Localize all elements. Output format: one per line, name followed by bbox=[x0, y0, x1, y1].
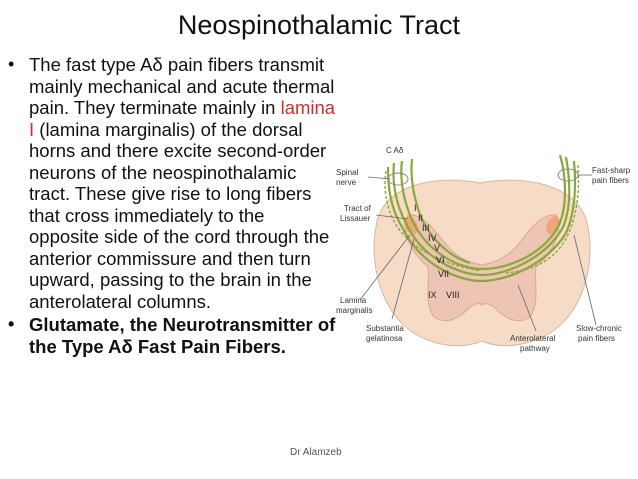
bullet-1-text-before: The fast type Aδ pain fibers transmit ma… bbox=[29, 54, 335, 118]
lamina-iii-label: III bbox=[422, 223, 430, 233]
dorsal-horn-left bbox=[403, 215, 418, 235]
label-substantia-line1: Substantia bbox=[366, 324, 404, 333]
leader-lines bbox=[359, 174, 597, 332]
label-substantia-line2: gelatinosa bbox=[366, 334, 403, 343]
bullet-dot-icon: • bbox=[8, 314, 15, 334]
slow-fibers bbox=[384, 164, 580, 274]
label-slow-chronic-line2: pain fibers bbox=[578, 334, 615, 343]
lamina-i-label: I bbox=[414, 203, 417, 213]
lamina-v-label: V bbox=[434, 243, 440, 253]
label-lamina-marginalis-line1: Lamina bbox=[340, 296, 367, 305]
label-tract-lissauer-line1: Tract of bbox=[344, 204, 372, 213]
bullet-1: • The fast type Aδ pain fibers transmit … bbox=[6, 54, 336, 312]
bullet-1-highlight: lamina I bbox=[29, 97, 336, 140]
label-spinal-nerve-line1: Spinal bbox=[336, 168, 358, 177]
label-anterolateral-line2: pathway bbox=[520, 344, 550, 353]
label-anterolateral-line1: Anterolateral bbox=[510, 334, 556, 343]
spinal-cord-outline bbox=[373, 179, 591, 347]
label-slow-chronic-line1: Slow-chronic bbox=[576, 324, 622, 333]
lamina-vi-label: VI bbox=[436, 255, 445, 265]
lamina-iv-label: IV bbox=[428, 233, 437, 243]
bullet-2-text: Glutamate, the Neurotransmitter of the T… bbox=[29, 314, 336, 357]
lamina-viii-label: VIII bbox=[446, 290, 460, 300]
footer-author: Dr Alamzeb bbox=[290, 447, 342, 458]
bullet-1-text-after: (lamina marginalis) of the dorsal horns … bbox=[29, 118, 330, 312]
spinal-cord-diagram: C Aδ Spinal nerve Tract of Lissauer Fast… bbox=[336, 146, 631, 353]
lamina-ii-label: II bbox=[418, 213, 423, 223]
label-fast-sharp-line2: pain fibers bbox=[592, 176, 629, 185]
lamina-ix-label: IX bbox=[428, 290, 437, 300]
pain-fibers bbox=[386, 154, 577, 283]
slide-title: Neospinothalamic Tract bbox=[177, 10, 461, 40]
bullet-dot-icon: • bbox=[8, 54, 15, 74]
label-c-adelta: C Aδ bbox=[386, 146, 404, 155]
lamina-vii-label: VII bbox=[438, 269, 449, 279]
label-spinal-nerve-line2: nerve bbox=[336, 178, 357, 187]
label-fast-sharp-line1: Fast-sharp bbox=[592, 166, 631, 175]
spinal-nerve-root-left bbox=[387, 172, 409, 186]
slide-content: • The fast type Aδ pain fibers transmit … bbox=[6, 54, 336, 359]
bullet-2: • Glutamate, the Neurotransmitter of the… bbox=[6, 314, 336, 357]
label-tract-lissauer-line2: Lissauer bbox=[340, 214, 371, 223]
gray-matter bbox=[404, 214, 560, 322]
label-lamina-marginalis-line2: marginalis bbox=[336, 306, 372, 315]
